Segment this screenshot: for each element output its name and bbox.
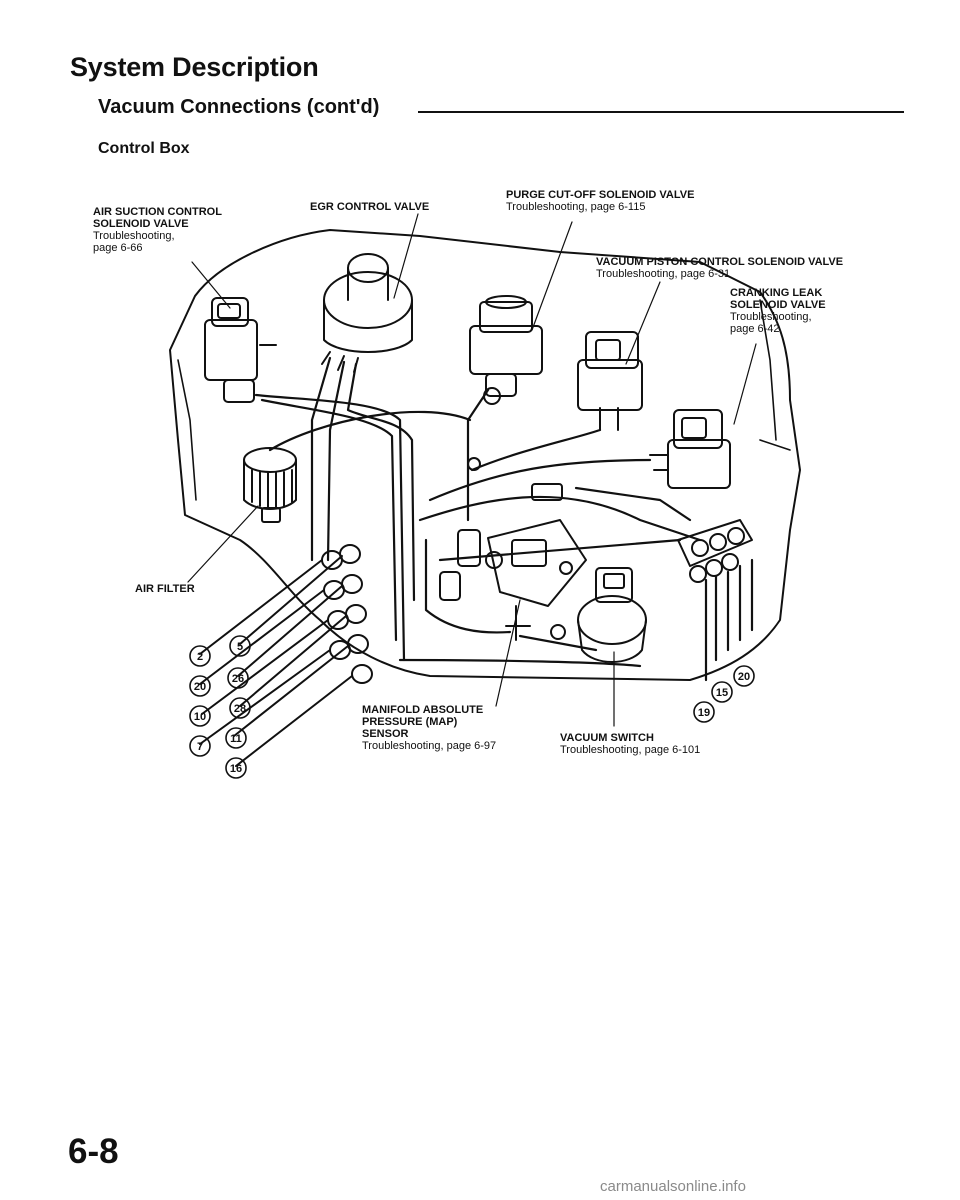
hose-number: 11	[230, 733, 242, 745]
hose-number: 5	[237, 641, 243, 653]
vacuum-piston-label: VACUUM PISTON CONTROL SOLENOID VALVE Tro…	[596, 256, 844, 280]
hose-number: 16	[230, 763, 242, 775]
section-subtitle: Vacuum Connections (cont'd)	[98, 96, 380, 118]
hose-number: 2	[197, 651, 203, 663]
control-box-outline	[169, 229, 801, 681]
hose-number: 10	[194, 711, 206, 723]
vacuum-piston-valve-shape	[577, 331, 643, 431]
air-suction-label: AIR SUCTION CONTROL SOLENOID VALVE Troub…	[93, 206, 222, 254]
watermark: carmanualsonline.info	[600, 1178, 746, 1195]
page-number: 6-8	[68, 1132, 119, 1171]
diagram-heading: Control Box	[98, 140, 190, 157]
air-filter-shape	[243, 447, 297, 523]
cranking-leak-label: CRANKING LEAK SOLENOID VALVE Troubleshoo…	[730, 287, 826, 335]
hose-number: 20	[194, 681, 206, 693]
connector-block-shape	[677, 519, 753, 583]
purge-valve-shape	[469, 295, 543, 405]
external-hoses	[199, 555, 353, 767]
air-suction-valve-shape	[204, 297, 277, 403]
vacuum-hoses	[254, 356, 754, 682]
egr-valve-shape	[321, 253, 413, 373]
hose-number: 26	[232, 673, 244, 685]
hose-number-circles	[189, 635, 755, 779]
hose-number: 19	[698, 707, 710, 719]
purge-cutoff-label: PURGE CUT-OFF SOLENOID VALVE Troubleshoo…	[506, 189, 695, 213]
vacuum-switch-label: VACUUM SWITCH Troubleshooting, page 6-10…	[560, 732, 701, 756]
cranking-leak-valve-shape	[649, 409, 731, 489]
hose-number: 20	[738, 671, 750, 683]
leader-lines	[187, 213, 757, 727]
hose-number: 7	[197, 741, 203, 753]
hose-number: 15	[716, 687, 728, 699]
control-box-inner-edge	[177, 299, 791, 501]
subtitle-rule	[418, 111, 904, 113]
page-title: System Description	[70, 52, 319, 82]
hose-number: 28	[234, 703, 246, 715]
map-sensor-label: MANIFOLD ABSOLUTE PRESSURE (MAP) SENSOR …	[362, 704, 497, 752]
vacuum-switch-shape	[577, 567, 647, 663]
egr-control-label: EGR CONTROL VALVE	[310, 201, 430, 213]
hose-number-texts: 2 5 20 26 10 28 7 11 16 20 15 19	[194, 641, 750, 775]
map-sensor-shape	[485, 519, 587, 641]
air-filter-label: AIR FILTER	[135, 583, 195, 595]
